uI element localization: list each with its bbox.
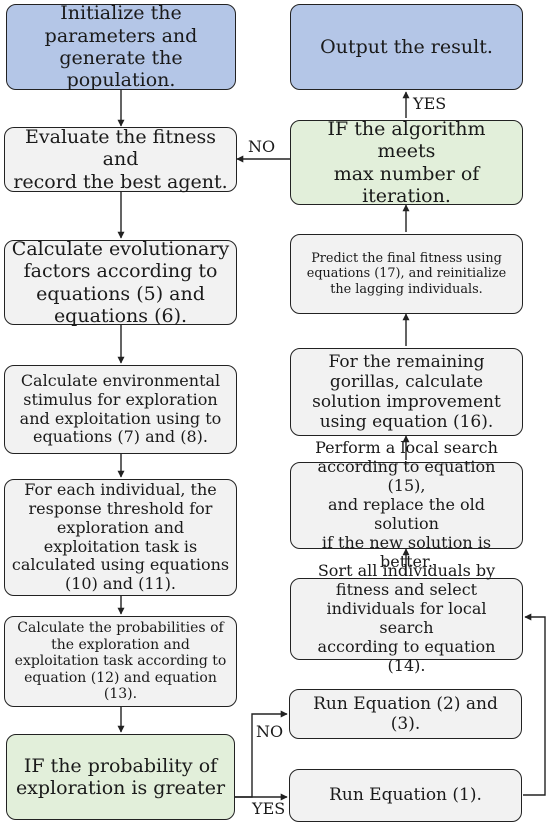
node-if-max: IF the algorithm meets max number of ite…: [290, 118, 523, 207]
node-remaining: For the remaining gorillas, calculate so…: [290, 348, 523, 436]
edge-label-no-run23: NO: [256, 722, 284, 741]
node-evaluate: Evaluate the fitness and record the best…: [4, 126, 237, 193]
node-predict: Predict the final fitness using equation…: [290, 234, 523, 314]
node-run1: Run Equation (1).: [289, 769, 522, 822]
node-sort: Sort all individuals by fitness and sele…: [290, 561, 523, 675]
edge-label-no-evaluate: NO: [248, 137, 276, 156]
edge-run1-to-sort: [523, 613, 546, 796]
node-threshold: For each individual, the response thresh…: [4, 479, 237, 596]
node-run23: Run Equation (2) and (3).: [289, 689, 522, 739]
edge-label-yes-output: YES: [413, 94, 447, 113]
node-stimulus: Calculate environmental stimulus for exp…: [4, 365, 237, 454]
node-output: Output the result.: [290, 4, 523, 90]
node-local-search: Perform a local search according to equa…: [290, 438, 523, 571]
node-if-explore: IF the probability of exploration is gre…: [6, 734, 235, 820]
node-evolutionary: Calculate evolutionary factors according…: [4, 238, 237, 327]
node-probabilities: Calculate the probabilities of the explo…: [4, 616, 237, 707]
node-init: Initialize the parameters and generate t…: [6, 2, 236, 91]
edge-label-yes-run1: YES: [252, 799, 286, 818]
